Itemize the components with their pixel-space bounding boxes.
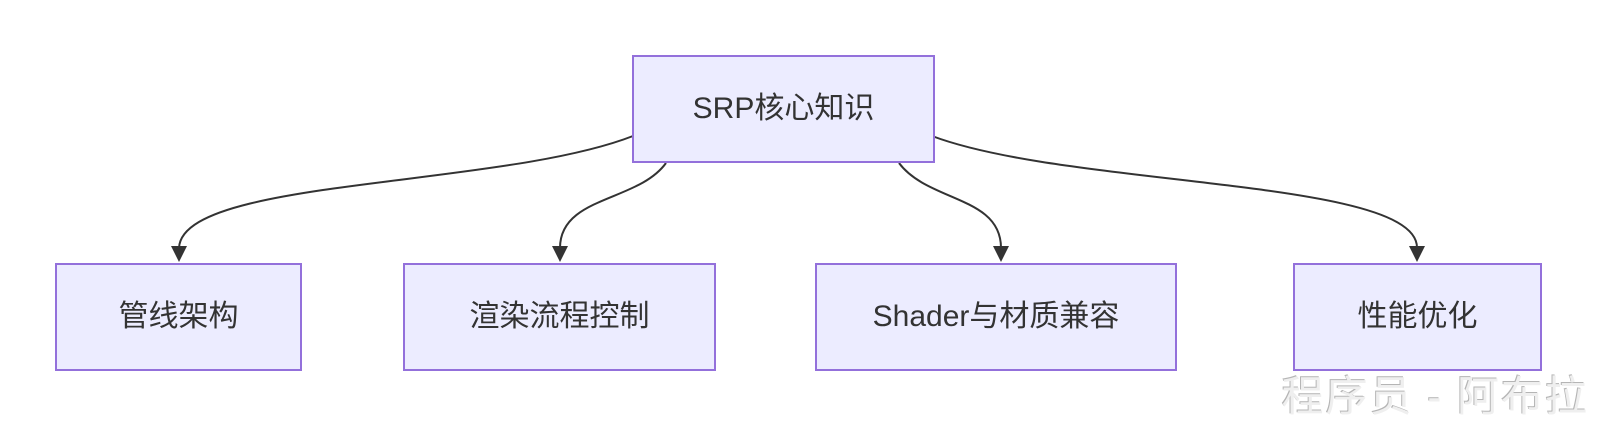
- edge-root-to-child-1: [178, 135, 634, 249]
- arrowhead-child-4: [1409, 246, 1425, 262]
- arrowhead-child-2: [552, 246, 568, 262]
- watermark-text: 程序员 - 阿布拉: [1281, 373, 1589, 420]
- node-render-flow-control-label: 渲染流程控制: [469, 300, 650, 333]
- edge-root-to-child-3: [898, 162, 1002, 249]
- node-shader-material-compat: Shader与材质兼容: [815, 263, 1177, 371]
- node-pipeline-architecture-label: 管线架构: [118, 300, 239, 333]
- arrowhead-child-1: [171, 246, 187, 262]
- node-srp-core: SRP核心知识: [632, 55, 935, 163]
- node-render-flow-control: 渲染流程控制: [403, 263, 716, 371]
- node-srp-core-label: SRP核心知识: [692, 92, 875, 125]
- node-pipeline-architecture: 管线架构: [55, 263, 302, 371]
- node-performance-optimization: 性能优化: [1293, 263, 1542, 371]
- arrowhead-child-3: [993, 246, 1009, 262]
- edge-root-to-child-4: [931, 135, 1419, 249]
- edge-root-to-child-2: [559, 162, 667, 249]
- node-shader-material-compat-label: Shader与材质兼容: [872, 300, 1120, 333]
- node-performance-optimization-label: 性能优化: [1357, 300, 1478, 333]
